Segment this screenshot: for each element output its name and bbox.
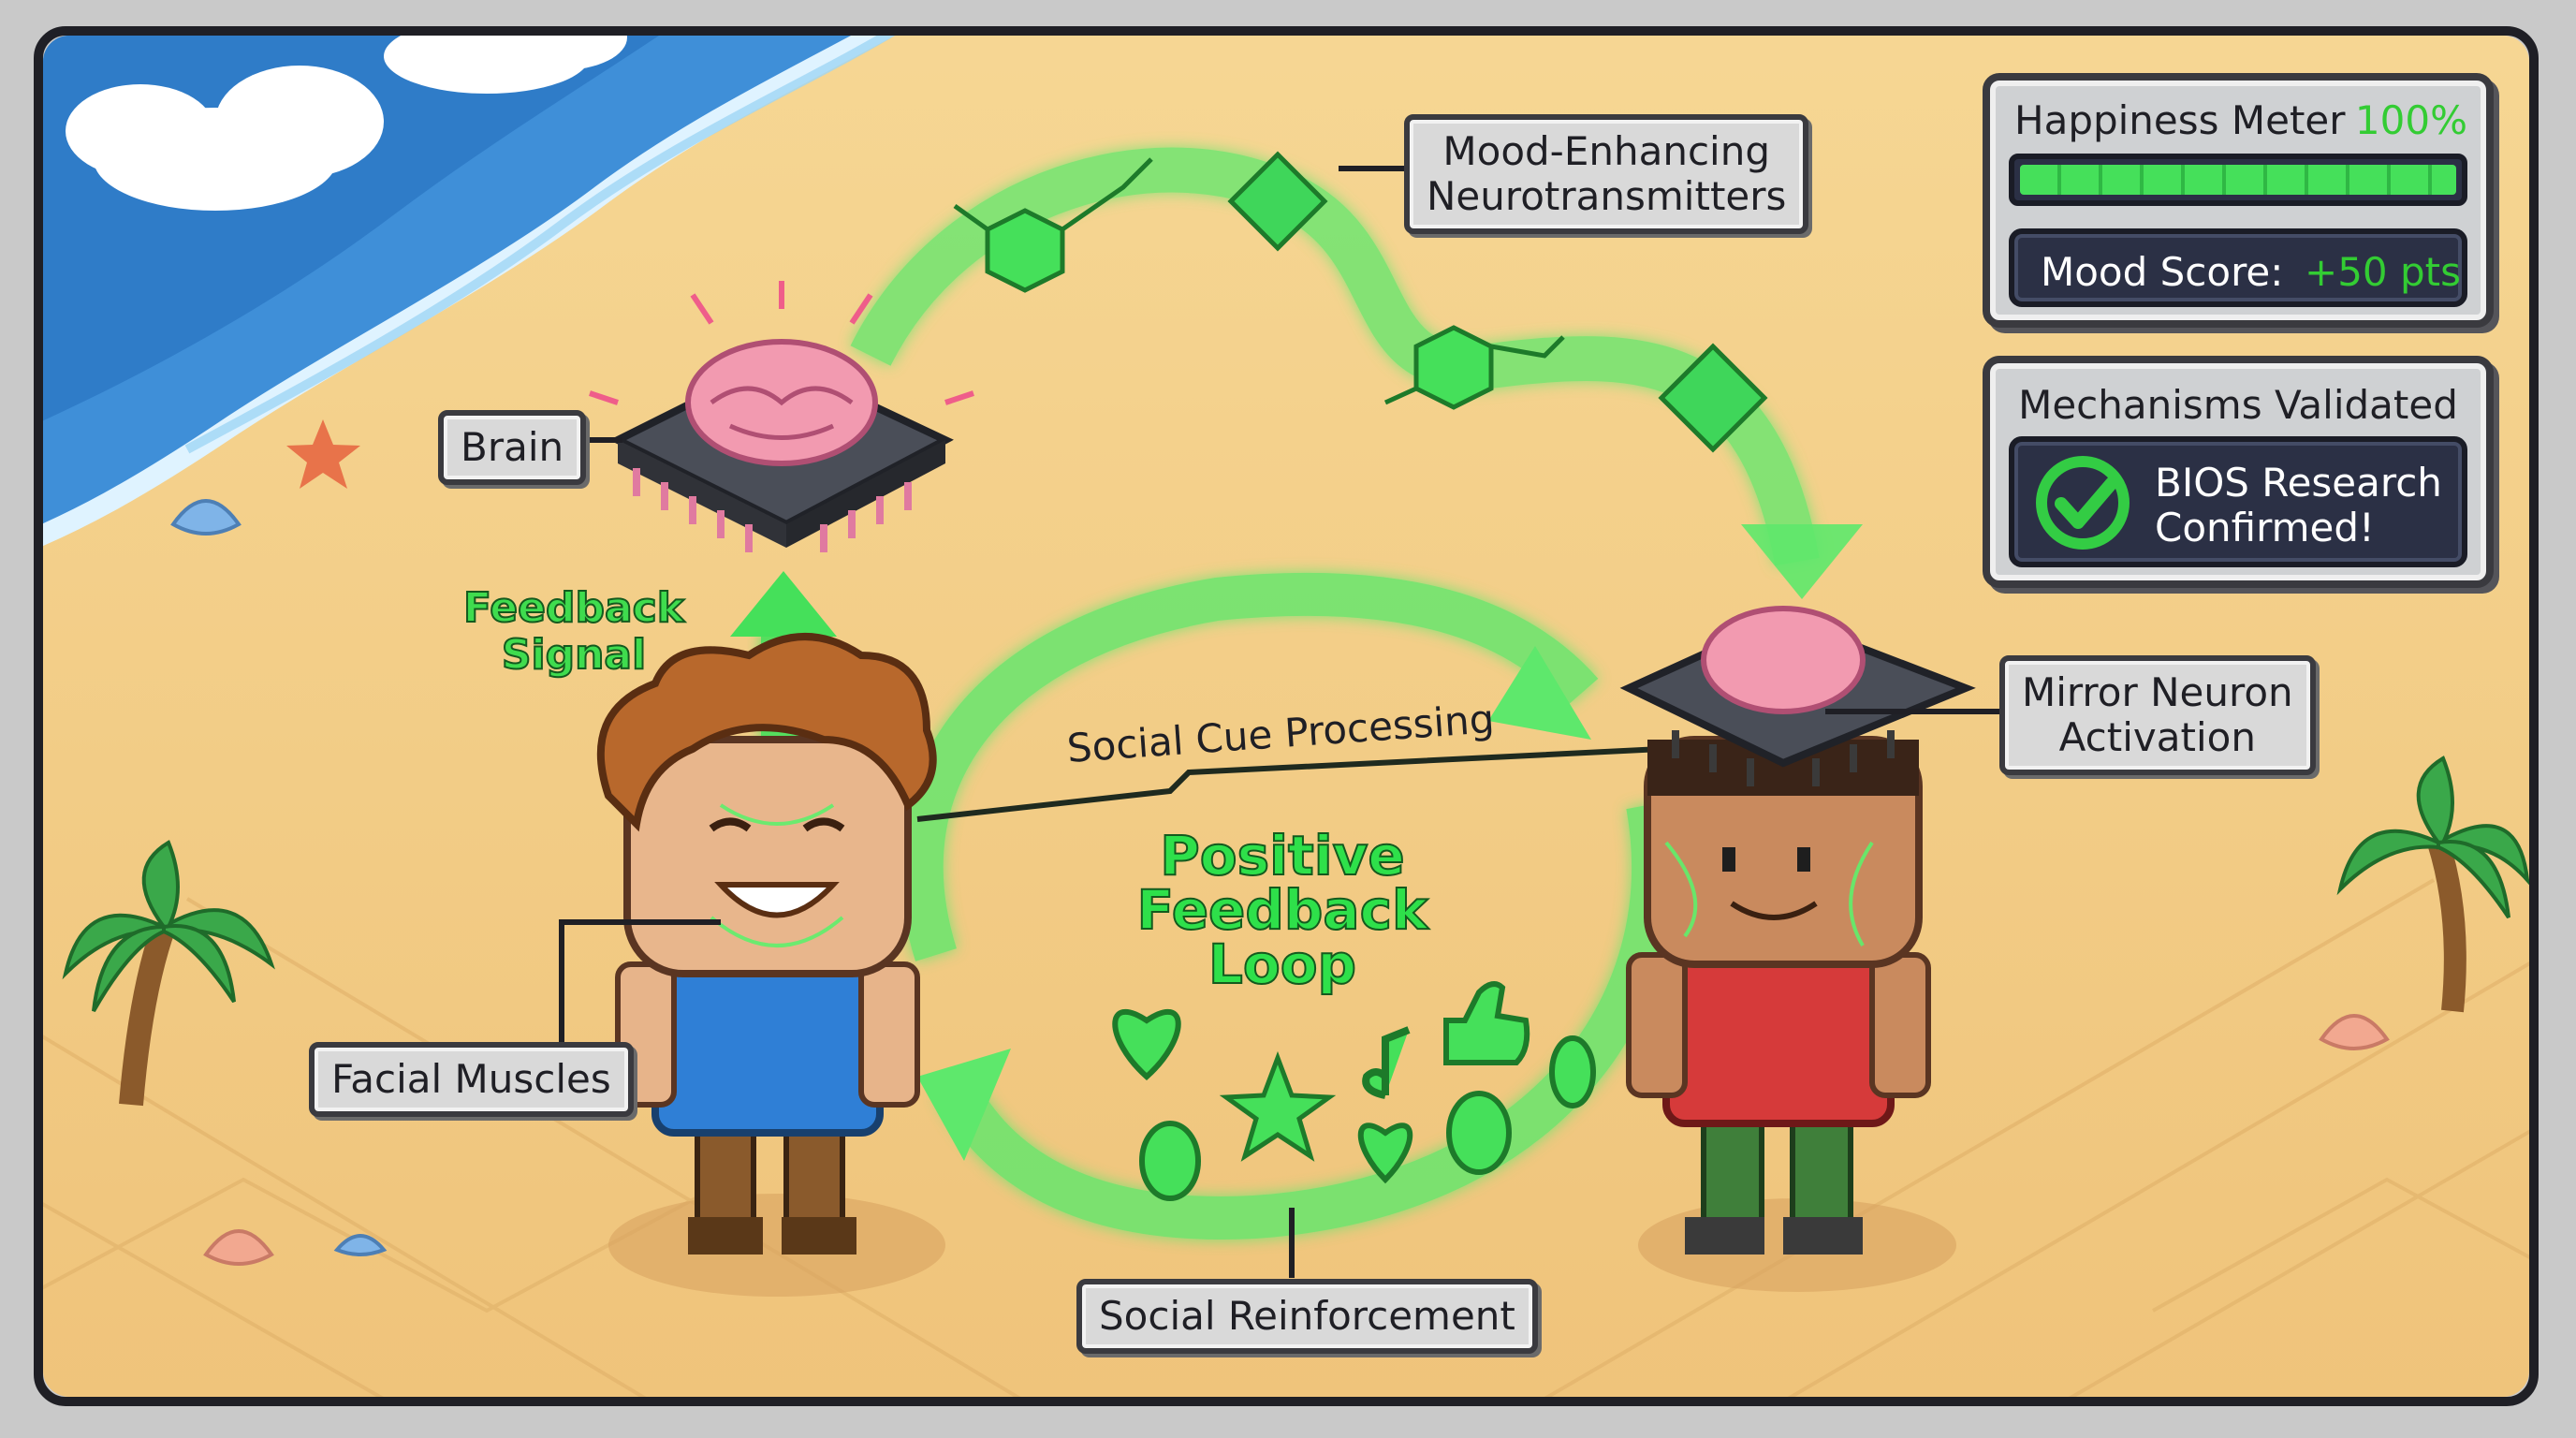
shell-icon xyxy=(333,1234,388,1256)
star-icon xyxy=(1219,1050,1337,1162)
feedback-signal-label: Feedback Signal xyxy=(462,584,685,680)
game-frame xyxy=(34,26,2539,1406)
happiness-bar-fill xyxy=(2020,165,2456,195)
mood-score-value: +50 pts xyxy=(2305,249,2461,295)
loop-arrow-top xyxy=(900,572,1599,961)
mechanisms-line1: BIOS Research xyxy=(2155,460,2442,506)
mechanisms-status-box: BIOS Research Confirmed! xyxy=(2009,436,2467,567)
brain-chip-icon xyxy=(589,281,974,552)
checkmark-icon xyxy=(2036,456,2130,550)
heart-icon xyxy=(1112,1008,1181,1081)
happiness-value: 100% xyxy=(2354,97,2467,143)
molecule-icon xyxy=(985,208,1494,410)
mechanisms-panel: Mechanisms Validated BIOS Research Confi… xyxy=(1983,356,2494,588)
thumbs-up-icon xyxy=(1443,981,1530,1065)
shell-icon xyxy=(203,1229,274,1266)
happiness-panel: Happiness Meter 100% Mood Score: +50 pts xyxy=(1983,73,2494,328)
happiness-bar xyxy=(2009,154,2467,206)
facial-muscles-label: Facial Muscles xyxy=(309,1042,634,1117)
palm-tree-icon xyxy=(62,840,275,1107)
brain-label: Brain xyxy=(438,410,587,485)
mood-score-box: Mood Score: +50 pts xyxy=(2009,228,2467,307)
coin-icon xyxy=(1139,1035,1596,1201)
mirror-neuron-label: Mirror Neuron Activation xyxy=(1999,655,2316,775)
smiling-character xyxy=(1619,606,1976,1292)
heart-icon xyxy=(1357,1123,1413,1184)
mechanisms-line2: Confirmed! xyxy=(2155,505,2375,550)
positive-feedback-loop-title: Positive Feedback Loop xyxy=(1135,824,1428,996)
mood-score-label: Mood Score: xyxy=(2041,249,2284,295)
happiness-title: Happiness Meter xyxy=(2014,97,2346,143)
happy-character xyxy=(596,633,945,1297)
clouds xyxy=(66,36,627,211)
social-cue-line xyxy=(916,746,1662,822)
music-note-icon xyxy=(1362,1026,1411,1099)
shell-icon xyxy=(2319,1014,2390,1050)
social-reinforcement-label: Social Reinforcement xyxy=(1076,1279,1538,1354)
gem-icon xyxy=(1227,151,1768,453)
mechanisms-title: Mechanisms Validated xyxy=(2018,382,2458,428)
shell-icon xyxy=(170,499,242,536)
palm-tree-icon xyxy=(2336,756,2529,1013)
starfish-icon xyxy=(286,419,360,489)
neurotransmitters-label: Mood-Enhancing Neurotransmitters xyxy=(1404,114,1809,234)
